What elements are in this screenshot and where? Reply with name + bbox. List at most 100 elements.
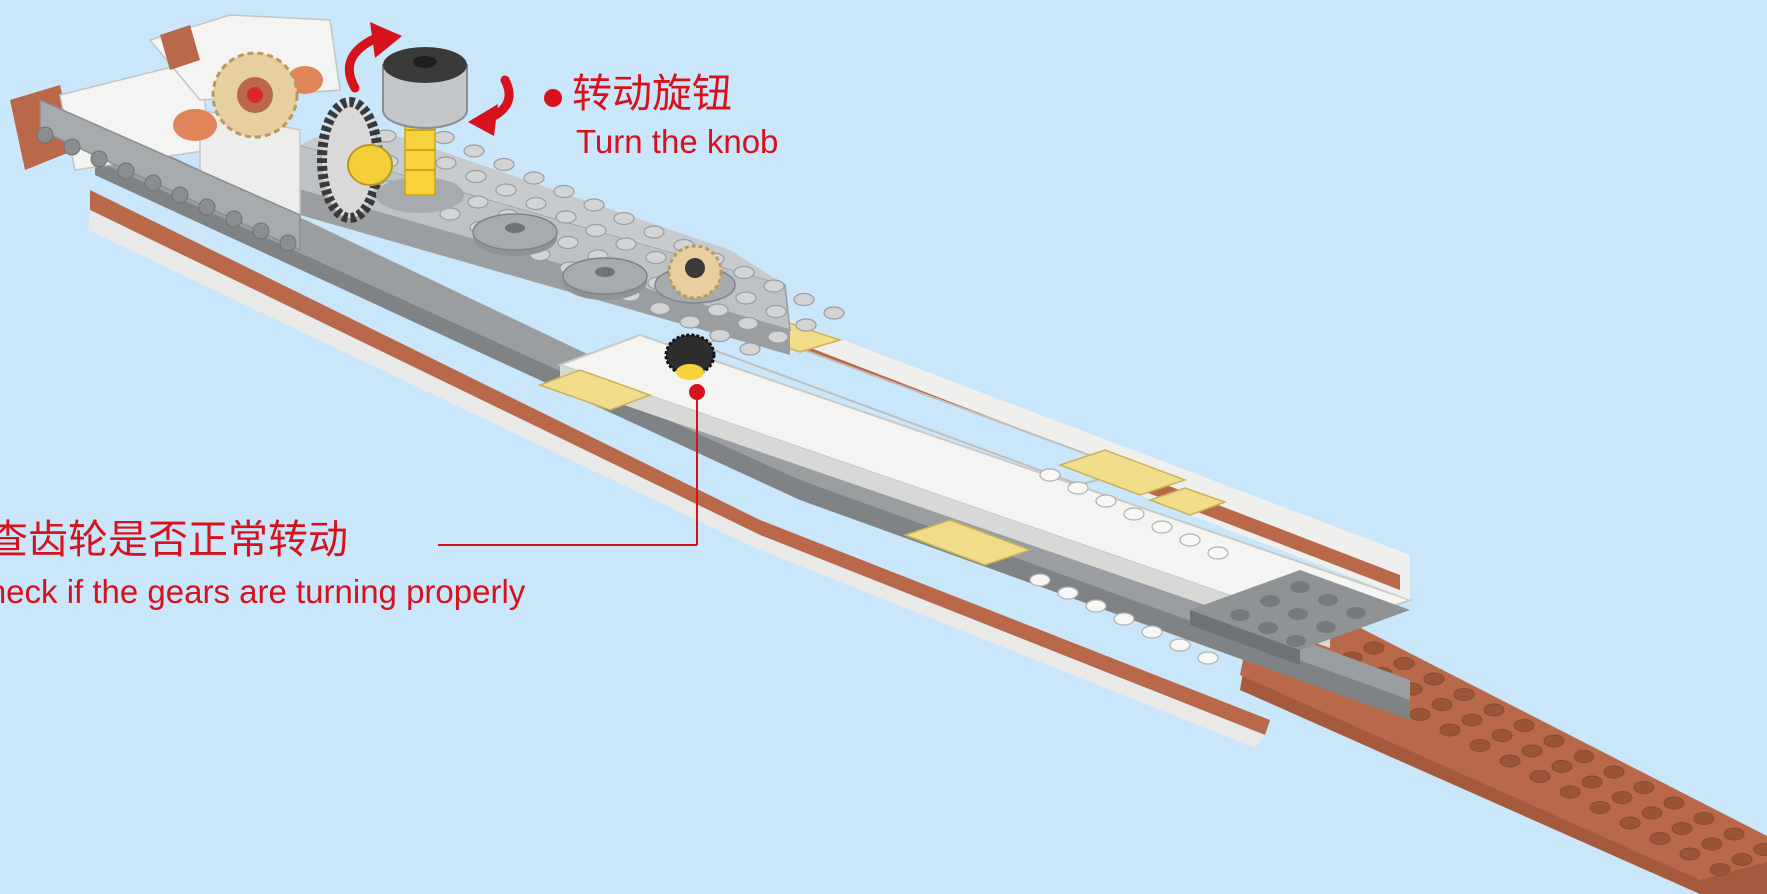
stud — [709, 328, 731, 343]
stud — [1499, 754, 1521, 768]
stud — [1230, 609, 1250, 621]
stud — [1363, 641, 1385, 655]
stud — [467, 195, 489, 209]
stud — [615, 237, 637, 251]
stud — [1543, 734, 1565, 748]
stud — [1611, 791, 1633, 804]
stud — [557, 235, 579, 250]
stud — [1469, 739, 1491, 752]
stud — [1521, 744, 1543, 758]
stud — [117, 162, 135, 180]
stud — [583, 198, 605, 212]
stud — [1207, 546, 1229, 560]
stud — [1753, 843, 1767, 856]
end-plate — [1190, 570, 1410, 665]
bevel-gear-icon — [654, 244, 736, 304]
stud — [1439, 723, 1461, 737]
round-plates — [472, 213, 648, 300]
stud — [1551, 760, 1573, 773]
stud — [1461, 713, 1483, 727]
stud — [63, 138, 81, 156]
stud — [1723, 827, 1745, 841]
stud — [679, 315, 701, 329]
stud — [739, 342, 761, 356]
side-beam — [36, 98, 301, 252]
stud — [463, 144, 485, 158]
stud — [252, 222, 270, 240]
gears-label-zh: 检查齿轮是否正常转动 — [0, 517, 348, 563]
stud — [198, 198, 216, 216]
stud — [645, 250, 667, 265]
stud — [1290, 581, 1310, 593]
stud — [523, 171, 545, 185]
stud — [823, 306, 845, 320]
stud — [1589, 801, 1611, 814]
stud — [495, 183, 517, 197]
stud — [1151, 520, 1173, 534]
stud — [1491, 729, 1513, 742]
stud — [767, 330, 789, 344]
stud — [36, 126, 54, 144]
stud — [1113, 612, 1135, 626]
stud — [1581, 775, 1603, 789]
stud — [1671, 822, 1693, 835]
stud — [90, 150, 108, 168]
stud — [1679, 847, 1701, 861]
stud — [553, 184, 575, 199]
stud — [1619, 816, 1641, 830]
gears-label-en: Check if the gears are turning properly — [0, 573, 526, 610]
stud — [1453, 688, 1475, 701]
stud — [433, 130, 455, 145]
rear-assembly — [10, 14, 341, 216]
stud — [1123, 507, 1145, 521]
stud — [1483, 703, 1505, 717]
stud — [1423, 672, 1445, 686]
stud — [225, 210, 243, 228]
stud — [1316, 621, 1336, 633]
stud — [1260, 595, 1280, 607]
stud — [144, 174, 162, 192]
rail-studs — [1029, 468, 1229, 665]
stud — [735, 291, 757, 305]
stud — [1169, 638, 1191, 652]
stud — [555, 210, 577, 224]
stud — [765, 304, 787, 319]
stud — [493, 157, 515, 172]
knob-icon — [376, 47, 468, 213]
stud — [1057, 586, 1079, 600]
stud — [1288, 608, 1308, 620]
stud — [1409, 708, 1431, 721]
stud — [1641, 806, 1663, 820]
stud — [1286, 635, 1306, 647]
stud — [613, 211, 635, 226]
pointer-dot-icon — [544, 89, 562, 107]
stud — [793, 292, 815, 307]
stud — [1701, 837, 1723, 851]
stud — [525, 196, 547, 211]
stud — [1141, 625, 1163, 639]
stud — [1029, 573, 1051, 587]
stud — [737, 316, 759, 331]
stud — [1346, 607, 1366, 619]
stud — [763, 279, 785, 293]
stud — [795, 318, 817, 332]
stud — [1197, 651, 1219, 665]
black-gear-icon — [317, 97, 393, 223]
under-gear-icon — [664, 333, 716, 380]
knob-label-en: Turn the knob — [576, 123, 779, 160]
stud — [1649, 832, 1671, 845]
knob-label-zh: 转动旋钮 — [572, 71, 732, 117]
stud — [585, 223, 607, 238]
stud — [1318, 594, 1338, 606]
stud — [465, 169, 487, 184]
leader-line — [438, 384, 705, 546]
stud — [1258, 622, 1278, 634]
stud — [1513, 719, 1535, 732]
stud — [1393, 657, 1415, 670]
stud — [1709, 863, 1731, 876]
stud — [643, 225, 665, 239]
tan-gear-icon — [211, 51, 299, 139]
stud — [1529, 770, 1551, 783]
stud — [1179, 533, 1201, 547]
